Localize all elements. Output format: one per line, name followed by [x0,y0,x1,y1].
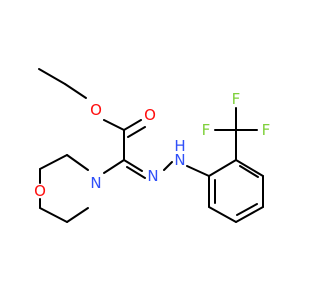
molecule-diagram: O O N O N N H F F F [34,68,270,223]
bond [38,68,66,85]
bond [163,161,173,171]
fluorine-2-label: F [202,121,211,139]
bond [123,159,143,172]
bond [208,159,237,177]
bond [123,119,142,131]
atom-labels: O O N O N N H F F F [34,90,270,200]
bond [66,207,89,223]
oxygen-ether-label: O [90,101,102,119]
bond [239,165,259,178]
bond [103,119,125,131]
fluorine-1-label: F [232,90,241,108]
bond [127,126,146,138]
fluorine-3-label: F [262,121,271,139]
bond [235,206,264,223]
bond [236,203,258,216]
bond [126,166,146,179]
bond [235,159,264,177]
bond [208,206,237,223]
bond [186,165,210,177]
bond [103,159,125,174]
nitrogen-hydrazine-label: N [174,151,185,169]
bonds [38,68,264,223]
nitrogen-morpholine-label: N [90,174,101,192]
nitrogen-imine-label: N [147,167,158,185]
oxygen-carbonyl-label: O [144,106,156,124]
bond [66,154,89,171]
oxygen-morpholine-label: O [34,182,46,200]
bond [39,207,68,223]
bond [39,154,68,170]
bond [64,83,87,99]
hydrogen-hydrazine-label: H [174,137,185,155]
structure-canvas: O O N O N N H F F F [34,68,270,223]
